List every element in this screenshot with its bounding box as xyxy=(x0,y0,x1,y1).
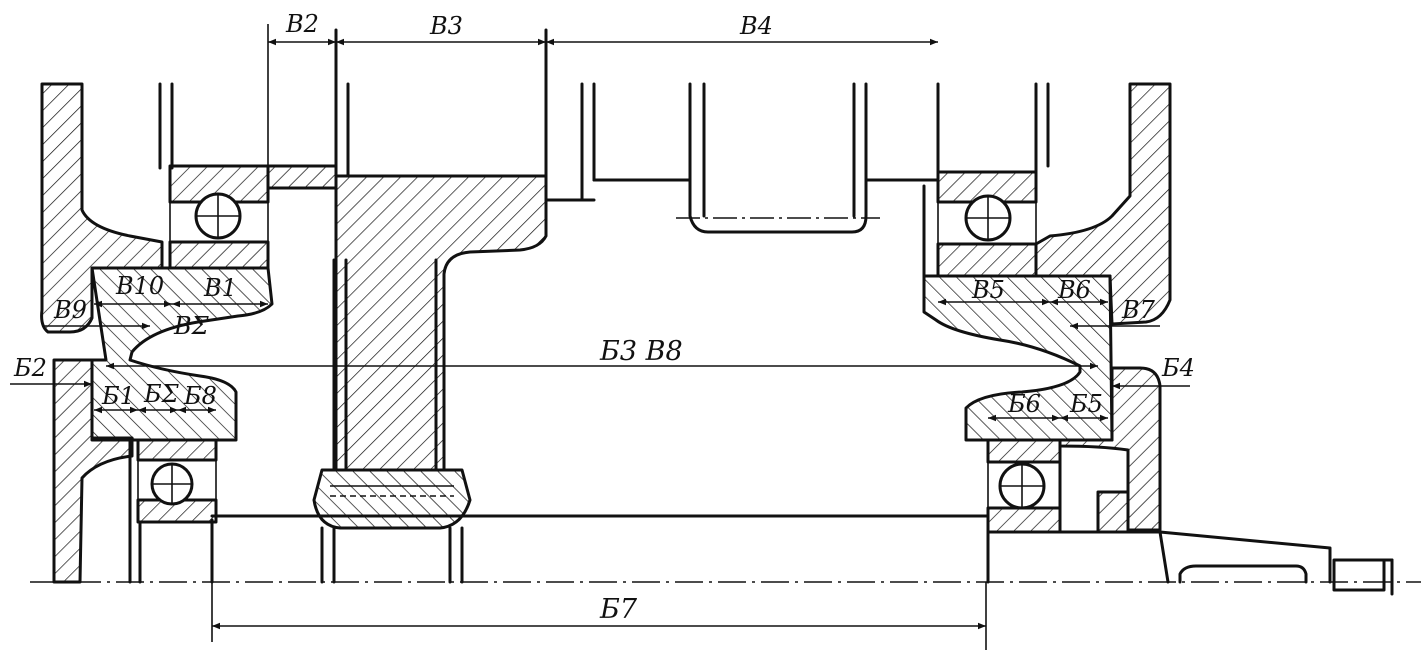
label-center: Б3 B8 xyxy=(599,336,683,367)
label-b-sigma-upper: BΣ xyxy=(173,312,210,340)
right-housing-lower xyxy=(1058,366,1162,532)
label-b-5: Б5 xyxy=(1069,390,1103,418)
left-housing-upper xyxy=(40,82,164,334)
gear-wheel xyxy=(334,174,548,472)
label-b-6: Б6 xyxy=(1007,390,1041,418)
output-key-end xyxy=(1332,558,1386,592)
label-b7: B7 xyxy=(1121,296,1156,324)
left-bearing-cover xyxy=(90,266,274,442)
left-spacer xyxy=(266,164,338,190)
gear-hub xyxy=(312,468,472,530)
label-b9: B9 xyxy=(53,296,87,324)
right-upper-bearing-frame xyxy=(937,171,1037,277)
left-lower-bearing-frame xyxy=(137,439,217,523)
label-b-7: Б7 xyxy=(599,594,638,625)
label-b-2: Б2 xyxy=(13,354,47,382)
label-b1: B1 xyxy=(203,274,237,302)
left-upper-bearing-inner xyxy=(168,240,270,270)
right-upper-bearing-inner xyxy=(936,242,1038,278)
label-b-1: Б1 xyxy=(101,382,135,410)
label-b5: B5 xyxy=(971,276,1005,304)
label-b3: B3 xyxy=(429,12,463,40)
left-lower-bearing-outer xyxy=(136,438,218,462)
output-shaft-end xyxy=(986,530,1332,584)
pinion xyxy=(688,82,868,234)
label-b-4: Б4 xyxy=(1161,354,1195,382)
left-upper-bearing-frame xyxy=(169,165,269,269)
label-b-8: Б8 xyxy=(183,382,217,410)
label-b10: B10 xyxy=(115,272,164,300)
right-nut xyxy=(1096,490,1130,534)
right-lower-bearing-inner xyxy=(986,506,1062,534)
label-b2: B2 xyxy=(285,10,319,38)
label-b6: B6 xyxy=(1057,276,1091,304)
label-b-sigma-lower: БΣ xyxy=(143,380,180,408)
right-lower-bearing-outer xyxy=(986,438,1062,464)
output-key xyxy=(1178,564,1308,584)
label-b4: B4 xyxy=(739,12,773,40)
